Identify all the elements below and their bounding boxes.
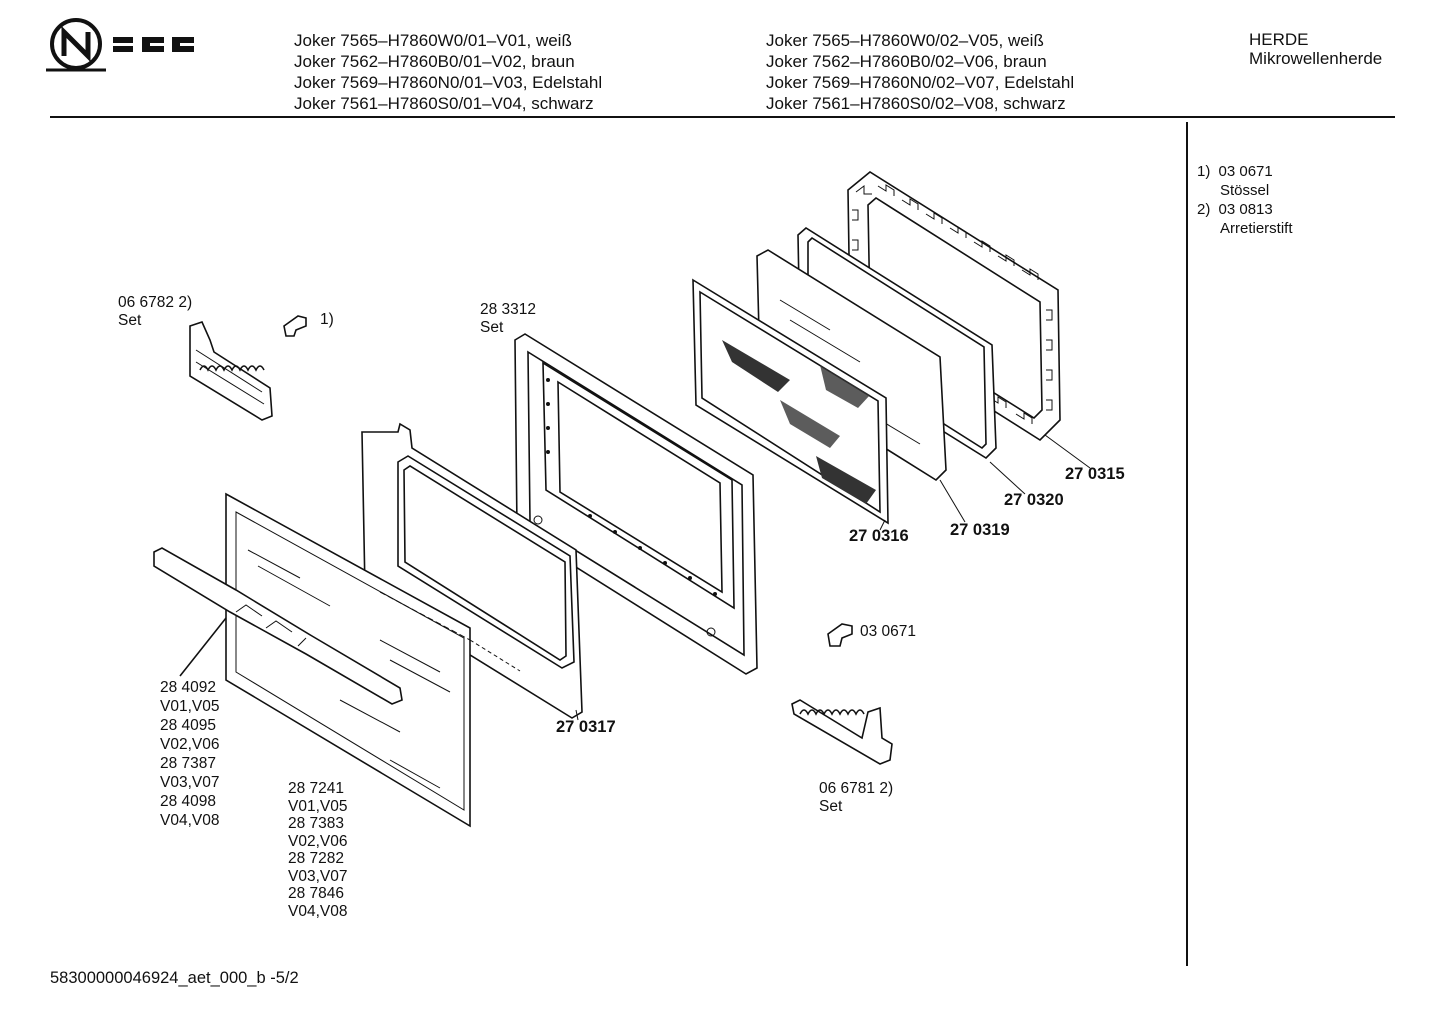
legend-code: 03 0671	[1218, 163, 1273, 180]
legend-name: Stössel	[1220, 182, 1270, 199]
part-270316-screen	[692, 278, 889, 525]
part-code: 28 4092	[160, 679, 217, 696]
model-line: Joker 7561–H7860S0/02–V08, schwarz	[766, 94, 1066, 113]
model-line: Joker 7561–H7860S0/01–V04, schwarz	[294, 94, 594, 113]
legend-num: 2)	[1197, 201, 1211, 218]
label-270316: 27 0316	[849, 527, 909, 545]
label-030671: 03 0671	[860, 623, 917, 640]
part-code: 28 7282	[288, 850, 345, 867]
label-handle-list: 28 4092 V01,V05 28 4095 V02,V06 28 7387 …	[160, 678, 219, 830]
label-066782: 06 6782 2) Set	[118, 294, 192, 329]
part-variant: V01,V05	[160, 698, 220, 715]
leader-lines	[575, 434, 1091, 721]
label-270315: 27 0315	[1065, 465, 1125, 483]
model-line: Joker 7569–H7860N0/01–V03, Edelstahl	[294, 73, 603, 92]
legend-code: 03 0813	[1218, 201, 1273, 218]
part-code: 28 7383	[288, 815, 345, 832]
part-code: 06 6781 2)	[819, 780, 894, 797]
part-variant: V04,V08	[160, 812, 220, 829]
category-sub: Mikrowellenherde	[1249, 49, 1383, 68]
model-line: Joker 7565–H7860W0/02–V05, weiß	[766, 31, 1044, 50]
part-code: 28 7387	[160, 755, 217, 772]
label-270319: 27 0319	[950, 521, 1010, 539]
part-code: 28 7846	[288, 885, 345, 902]
part-variant: V02,V06	[288, 832, 348, 850]
label-270317: 27 0317	[556, 718, 616, 736]
model-line: Joker 7569–H7860N0/02–V07, Edelstahl	[766, 73, 1075, 92]
label-283312: 28 3312 Set	[480, 301, 536, 336]
category-main: HERDE	[1249, 30, 1309, 49]
model-line: Joker 7565–H7860W0/01–V01, weiß	[294, 31, 572, 50]
legend-item: 1) 03 0671	[1197, 162, 1293, 181]
part-code: 28 3312	[480, 301, 537, 318]
document-id: 58300000046924_aet_000_b -5/2	[50, 969, 299, 987]
part-variant: V03,V07	[288, 867, 348, 885]
category: HERDE Mikrowellenherde	[1249, 30, 1382, 68]
part-066782-hinge	[189, 321, 273, 421]
legend-name: Arretierstift	[1220, 220, 1293, 237]
part-note: Set	[118, 311, 142, 329]
part-code: 28 7241	[288, 780, 345, 797]
part-code: 28 4098	[160, 793, 217, 810]
part-030671-pin	[827, 623, 853, 647]
neff-logo	[46, 18, 194, 72]
part-284092-handle	[153, 547, 403, 705]
legend-num: 1)	[1197, 163, 1211, 180]
part-note: Set	[480, 318, 504, 336]
part-066781-hinge	[791, 699, 893, 765]
label-270320: 27 0320	[1004, 491, 1064, 509]
part-code: 28 4095	[160, 717, 217, 734]
label-stossel: 1)	[320, 311, 334, 328]
part-code: 06 6782 2)	[118, 294, 193, 311]
models-left: Joker 7565–H7860W0/01–V01, weiß Joker 75…	[294, 30, 602, 114]
legend-item: 2) 03 0813	[1197, 200, 1293, 219]
legend: 1) 03 0671 Stössel 2) 03 0813 Arretierst…	[1197, 162, 1293, 238]
part-note: Set	[819, 797, 843, 815]
model-line: Joker 7562–H7860B0/02–V06, braun	[766, 52, 1047, 71]
part-variant: V02,V06	[160, 736, 220, 753]
part-stossel-top	[283, 315, 307, 337]
models-right: Joker 7565–H7860W0/02–V05, weiß Joker 75…	[766, 30, 1074, 114]
label-066781: 06 6781 2) Set	[819, 780, 893, 815]
label-front-list: 28 7241 V01,V05 28 7383 V02,V06 28 7282 …	[288, 780, 347, 920]
model-line: Joker 7562–H7860B0/01–V02, braun	[294, 52, 575, 71]
part-variant: V04,V08	[288, 902, 348, 920]
part-variant: V03,V07	[160, 774, 220, 791]
part-variant: V01,V05	[288, 797, 348, 815]
